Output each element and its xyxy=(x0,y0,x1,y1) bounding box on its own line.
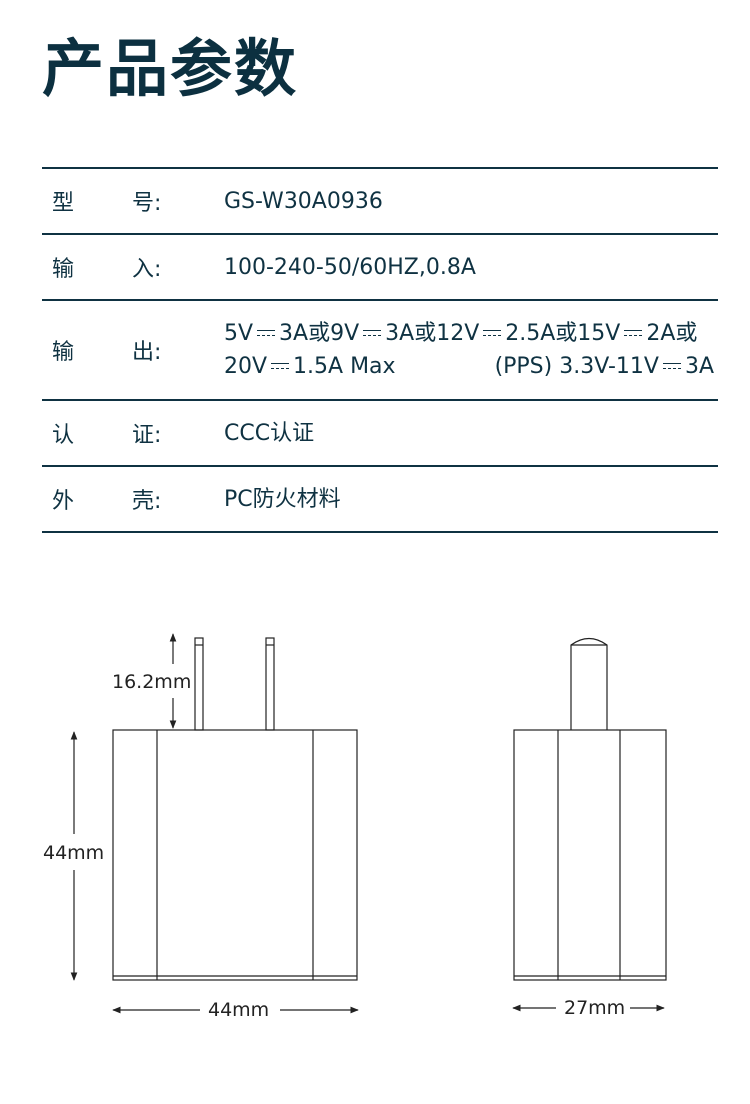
spec-row-input: 输 入: 100-240-50/60HZ,0.8A xyxy=(42,233,718,299)
side-view xyxy=(512,637,667,1012)
dc-symbol-icon xyxy=(624,329,643,339)
output-part: 3A xyxy=(684,354,714,379)
output-part: 2.5A或15V xyxy=(505,321,621,346)
plug-prong-side xyxy=(570,637,608,730)
width-label: 44mm xyxy=(208,999,269,1021)
height-label: 44mm xyxy=(43,842,104,864)
spec-label: 型 xyxy=(52,191,75,216)
spec-value-output: 5V 3A或9V 3A或12V 2.5A或15V 2A或 20V 1.5A Max (PP… xyxy=(224,317,714,383)
spec-label-suffix: 入: xyxy=(132,257,162,282)
output-part: 20V xyxy=(224,354,268,379)
spec-label: 输 xyxy=(52,257,75,282)
output-part: 5V xyxy=(224,321,254,346)
spec-row-certification: 认 证: CCC认证 xyxy=(42,399,718,465)
spec-value-input: 100-240-50/60HZ,0.8A xyxy=(224,254,476,280)
side-width-label: 27mm xyxy=(564,997,625,1019)
prong-height-label: 16.2mm xyxy=(112,671,191,693)
spec-label-suffix: 号: xyxy=(132,191,162,216)
page-title: 产品参数 xyxy=(42,32,299,105)
spec-row-output: 输 出: 5V 3A或9V 3A或12V 2.5A或15V 2A或 20V 1.5A Ma… xyxy=(42,299,718,399)
spec-label: 外 xyxy=(52,489,75,514)
plug-prong-left xyxy=(194,637,204,731)
spec-value-model: GS-W30A0936 xyxy=(224,188,383,214)
charger-body xyxy=(112,729,358,981)
output-line-2: 20V 1.5A Max (PPS) 3.3V-11V 3A xyxy=(224,350,714,383)
spec-value-casing: PC防火材料 xyxy=(224,486,341,512)
spec-label-suffix: 出: xyxy=(132,340,162,365)
output-part: 2A或 xyxy=(646,321,698,346)
output-part: 3A或12V xyxy=(385,321,480,346)
spec-table: 型 号: GS-W30A0936 输 入: 100-240-50/60HZ,0.… xyxy=(42,167,718,533)
dc-symbol-icon xyxy=(483,329,502,339)
spec-label: 输 xyxy=(52,340,75,365)
spec-row-casing: 外 壳: PC防火材料 xyxy=(42,465,718,533)
spec-label-suffix: 壳: xyxy=(132,489,162,514)
dc-symbol-icon xyxy=(271,362,290,372)
output-part: (PPS) 3.3V-11V xyxy=(494,354,659,379)
output-part: 3A或9V xyxy=(279,321,360,346)
plug-prong-right xyxy=(265,637,275,731)
charger-body-side xyxy=(513,729,667,981)
spec-label: 认 xyxy=(52,423,75,448)
spec-row-model: 型 号: GS-W30A0936 xyxy=(42,167,718,233)
spec-value-certification: CCC认证 xyxy=(224,420,315,446)
dc-symbol-icon xyxy=(662,362,681,372)
front-view xyxy=(70,633,359,1014)
dc-symbol-icon xyxy=(257,329,276,339)
spec-label-suffix: 证: xyxy=(132,423,162,448)
output-part: 1.5A Max xyxy=(293,354,396,379)
dc-symbol-icon xyxy=(363,329,382,339)
output-line-1: 5V 3A或9V 3A或12V 2.5A或15V 2A或 xyxy=(224,317,714,350)
